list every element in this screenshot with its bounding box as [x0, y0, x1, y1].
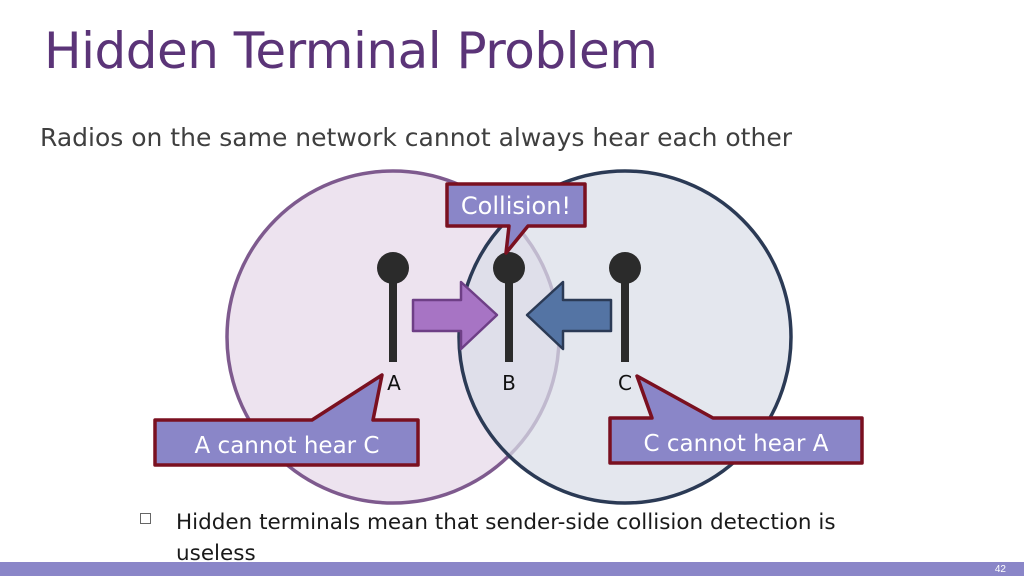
bullet-item: Hidden terminals mean that sender-side c… — [140, 507, 860, 569]
page-number: 42 — [994, 564, 1006, 575]
node-label-c: C — [618, 371, 632, 395]
square-bullet-icon — [140, 513, 151, 524]
a-cannot-hear-c-callout: A cannot hear C — [153, 373, 420, 467]
antenna-b-icon — [493, 252, 525, 362]
node-label-a: A — [387, 371, 401, 395]
node-label-b: B — [502, 371, 516, 395]
collision-callout: Collision! — [445, 182, 587, 255]
collision-callout-text: Collision! — [461, 192, 571, 220]
arrow-left-icon — [525, 280, 613, 351]
antenna-c-icon — [609, 252, 641, 362]
antenna-a-icon — [377, 252, 409, 362]
footer-bar: 42 — [0, 562, 1024, 576]
slide-subtitle: Radios on the same network cannot always… — [40, 123, 792, 152]
a-cannot-hear-c-text: A cannot hear C — [195, 433, 380, 459]
c-cannot-hear-a-callout: C cannot hear A — [608, 374, 864, 465]
slide-title: Hidden Terminal Problem — [44, 22, 658, 80]
arrow-right-icon — [411, 280, 499, 351]
c-cannot-hear-a-text: C cannot hear A — [644, 431, 829, 457]
bullet-text: Hidden terminals mean that sender-side c… — [176, 510, 836, 566]
